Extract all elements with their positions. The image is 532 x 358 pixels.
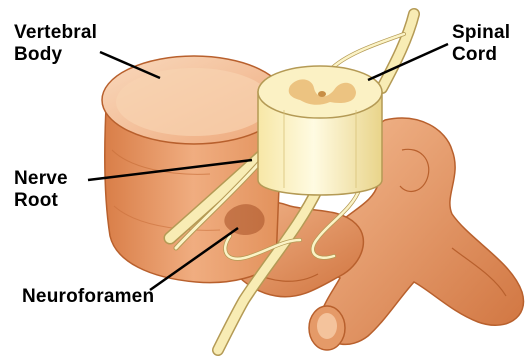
leader-spinal-cord — [368, 44, 448, 80]
label-spinal-cord: Spinal Cord — [452, 22, 510, 66]
label-vertebral-body-line1: Vertebral — [14, 22, 97, 44]
spinal-cord — [258, 66, 382, 195]
label-nerve-root: Nerve Root — [14, 168, 68, 212]
label-neuroforamen: Neuroforamen — [22, 286, 154, 308]
label-neuroforamen-text: Neuroforamen — [22, 286, 154, 308]
label-nerve-root-line2: Root — [14, 190, 68, 212]
label-nerve-root-line1: Nerve — [14, 168, 68, 190]
label-vertebral-body: Vertebral Body — [14, 22, 97, 66]
label-spinal-cord-line1: Spinal — [452, 22, 510, 44]
label-spinal-cord-line2: Cord — [452, 44, 510, 66]
label-vertebral-body-line2: Body — [14, 44, 97, 66]
